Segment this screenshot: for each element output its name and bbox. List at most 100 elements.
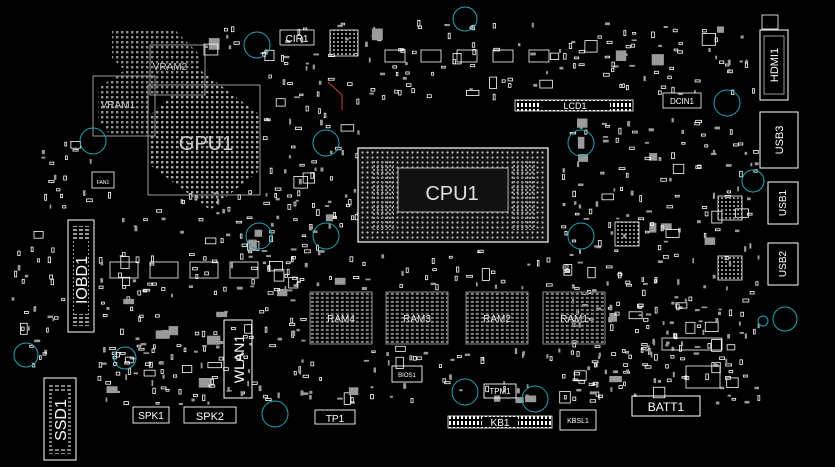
smd-component	[310, 172, 314, 179]
smd-component	[456, 266, 460, 273]
smd-component	[562, 203, 566, 207]
smd-component	[340, 124, 355, 132]
smd-component	[299, 277, 305, 281]
smd-component	[526, 384, 529, 388]
smd-component	[559, 391, 571, 404]
smd-component	[319, 376, 323, 381]
smd-component	[579, 249, 581, 254]
smd-component	[444, 24, 450, 27]
smd-component	[213, 331, 218, 335]
smd-component	[312, 64, 315, 70]
smd-component	[162, 374, 165, 379]
smd-component	[222, 208, 226, 214]
smd-component	[592, 289, 597, 292]
smd-component	[464, 353, 471, 356]
spk2-label: SPK2	[196, 411, 224, 423]
mounting-hole	[567, 129, 595, 157]
smd-component	[284, 273, 288, 278]
smd-component	[329, 176, 333, 181]
smd-component	[297, 190, 301, 197]
smd-component	[612, 370, 619, 374]
smd-component	[181, 199, 185, 205]
cir1-label: CIR1	[286, 34, 309, 45]
smd-component	[220, 238, 224, 244]
smd-component	[370, 394, 374, 400]
smd-component	[309, 394, 312, 400]
smd-component	[598, 356, 601, 359]
smd-component	[258, 385, 262, 392]
smd-component	[301, 234, 307, 237]
smd-component	[204, 271, 209, 276]
smd-component	[299, 369, 302, 375]
smd-component	[574, 370, 587, 381]
smd-component	[711, 339, 722, 352]
smd-component	[667, 75, 672, 80]
smd-component	[299, 93, 304, 97]
smd-component	[403, 383, 407, 389]
smd-component	[492, 23, 496, 29]
smd-component	[714, 126, 720, 130]
smd-component	[148, 361, 153, 368]
smd-component	[705, 373, 709, 381]
smd-component	[63, 175, 68, 181]
smd-component	[583, 217, 589, 220]
smd-component	[725, 363, 733, 367]
smd-component	[60, 193, 64, 199]
smd-component	[625, 45, 632, 49]
smd-component	[503, 386, 506, 393]
smd-component	[249, 342, 253, 346]
smd-component	[744, 400, 750, 404]
smd-component	[395, 72, 399, 77]
smd-component	[268, 260, 283, 272]
smd-component	[227, 206, 231, 212]
smd-component	[349, 256, 354, 263]
smd-component	[565, 268, 570, 272]
smd-component	[345, 203, 351, 208]
smd-component	[203, 43, 219, 56]
smd-component	[381, 254, 385, 259]
smd-component	[284, 286, 287, 291]
smd-component	[130, 306, 134, 312]
smd-component	[674, 296, 679, 299]
bios1-label: BIOS1	[398, 373, 416, 379]
smd-component	[423, 351, 429, 355]
smd-component	[700, 133, 706, 137]
smd-component	[34, 339, 41, 343]
smd-component	[264, 326, 268, 333]
vram1-label: VRAM1	[101, 100, 136, 111]
usb2-label: USB2	[778, 251, 789, 278]
smd-component	[120, 328, 124, 336]
iobd1-connector: IOBD1	[67, 219, 95, 333]
smd-component	[205, 237, 217, 245]
smd-component	[657, 245, 662, 251]
smd-component	[739, 332, 744, 334]
smd-component	[207, 335, 221, 345]
smd-component	[625, 350, 630, 354]
smd-component	[694, 79, 701, 83]
smd-component	[389, 395, 393, 398]
lcd1-label: LCD1	[563, 101, 586, 111]
smd-component	[62, 205, 67, 209]
smd-component	[642, 289, 646, 297]
smd-component	[287, 289, 293, 292]
smd-component	[150, 262, 155, 266]
smd-component	[98, 285, 104, 289]
smd-component	[277, 288, 288, 297]
smd-component	[409, 355, 413, 361]
smd-component	[371, 28, 383, 41]
smd-component	[662, 321, 665, 325]
smd-component	[630, 190, 634, 196]
smd-component	[103, 347, 106, 353]
smd-component	[181, 365, 193, 373]
smd-component	[666, 341, 670, 345]
smd-component	[644, 156, 651, 161]
smd-component	[160, 369, 164, 374]
smd-component	[14, 270, 18, 278]
smd-component	[176, 344, 182, 347]
smd-component	[677, 279, 680, 285]
smd-component	[24, 274, 29, 278]
smd-component	[749, 290, 755, 295]
smd-component	[116, 351, 120, 358]
smd-component	[757, 395, 761, 401]
inductor-footprint	[229, 261, 259, 279]
